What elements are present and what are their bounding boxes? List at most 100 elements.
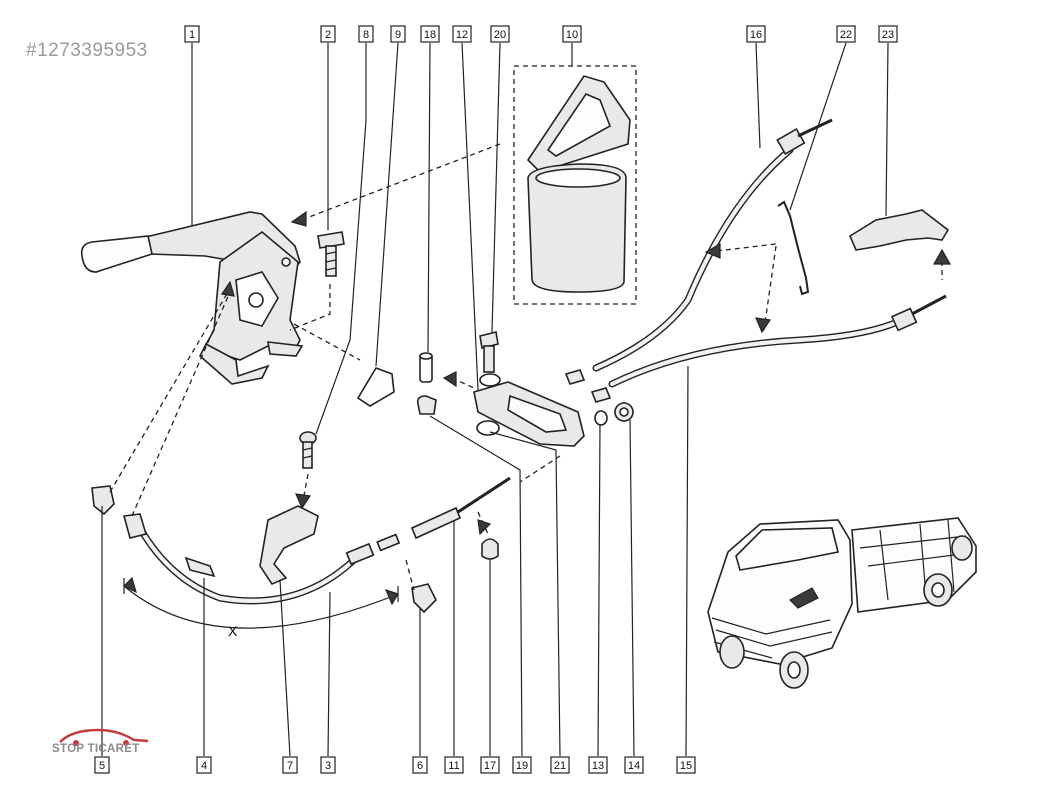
- callout-18: 18: [420, 25, 440, 43]
- callout-number: 19: [516, 760, 528, 772]
- callout-box: [390, 25, 406, 43]
- callout-16: 16: [746, 25, 766, 43]
- stop-ticaret-logo: STOP TICARET: [52, 726, 162, 770]
- callout-number: 21: [554, 760, 566, 772]
- callout-2: 2: [320, 25, 336, 43]
- callout-number: 23: [882, 29, 894, 41]
- callout-11: 11: [444, 756, 464, 774]
- pad-part-9: [356, 367, 395, 407]
- bolt-part-2: [317, 231, 345, 277]
- pin-part-4: [184, 556, 216, 578]
- callout-box: [480, 756, 500, 774]
- callout-number: 10: [566, 29, 578, 41]
- callout-box: [550, 756, 570, 774]
- clip-part-6: [411, 583, 437, 614]
- grommet-part-17: [481, 538, 499, 560]
- callout-box: [490, 25, 510, 43]
- callout-number: 20: [494, 29, 506, 41]
- callout-15: 15: [676, 756, 696, 774]
- dimension-x-label: X: [228, 623, 238, 639]
- callout-number: 15: [680, 760, 692, 772]
- callout-box: [676, 756, 696, 774]
- rear-cable-part-16: [564, 118, 833, 385]
- callout-number: 8: [363, 29, 369, 41]
- callout-box: [94, 756, 110, 774]
- callout-number: 13: [592, 760, 604, 772]
- callout-number: 7: [287, 760, 293, 772]
- rear-cable-part-15: [590, 294, 947, 403]
- sleeve-part-18: [419, 352, 433, 383]
- callout-number: 2: [325, 29, 331, 41]
- callout-box: [320, 756, 336, 774]
- callout-box: [878, 25, 898, 43]
- callout-number: 5: [99, 760, 105, 772]
- callout-number: 17: [484, 760, 496, 772]
- hand-brake-lever: [80, 211, 304, 385]
- callout-number: 14: [628, 760, 640, 772]
- callout-box: [196, 756, 212, 774]
- dimension-x: X: [122, 576, 399, 639]
- callout-8: 8: [358, 25, 374, 43]
- callout-box: [412, 756, 428, 774]
- callout-number: 4: [201, 760, 207, 772]
- callout-leaders: [101, 42, 889, 757]
- callout-number: 11: [448, 760, 459, 772]
- callout-14: 14: [624, 756, 644, 774]
- callout-number: 3: [325, 760, 331, 772]
- screw-part-8: [299, 431, 317, 469]
- callout-5: 5: [94, 756, 110, 774]
- image-id-watermark: #1273395953: [26, 40, 148, 61]
- callout-4: 4: [196, 756, 212, 774]
- callout-box: [588, 756, 608, 774]
- bolt-part-20: [479, 331, 501, 387]
- callout-12: 12: [452, 25, 472, 43]
- vehicle-thumbnail: [707, 517, 977, 689]
- rod-part-11: [410, 476, 511, 540]
- callout-22: 22: [836, 25, 856, 43]
- callout-box: [746, 25, 766, 43]
- primary-cable-part-3: [122, 513, 401, 605]
- callout-3: 3: [320, 756, 336, 774]
- callout-13: 13: [588, 756, 608, 774]
- callout-box: [184, 25, 200, 43]
- callout-box: [562, 25, 582, 43]
- spring-part-22: [777, 200, 810, 296]
- equaliser-part-12: [473, 381, 585, 447]
- callout-1: 1: [184, 25, 200, 43]
- callout-box: [282, 756, 298, 774]
- callout-box: [358, 25, 374, 43]
- callout-number: 16: [750, 29, 762, 41]
- callout-box: [624, 756, 644, 774]
- bracket-part-7: [259, 505, 319, 585]
- clip-part-5: [91, 485, 115, 516]
- callout-number: 9: [395, 29, 401, 41]
- callout-17: 17: [480, 756, 500, 774]
- callout-number: 22: [840, 29, 852, 41]
- callout-number: 12: [456, 29, 468, 41]
- washer-part-13: [594, 410, 608, 426]
- callout-number: 1: [189, 29, 195, 41]
- callout-number: 6: [417, 760, 423, 772]
- callout-6: 6: [412, 756, 428, 774]
- callout-10: 10: [562, 25, 582, 43]
- logo-text: STOP TICARET: [52, 743, 140, 755]
- rear-lever-part-23: [848, 209, 950, 251]
- callout-20: 20: [490, 25, 510, 43]
- boot-kit-part-10: [513, 65, 637, 305]
- clip-part-19: [416, 395, 437, 415]
- assembly-arrows: [220, 210, 952, 536]
- nut-part-14: [614, 402, 634, 422]
- callout-21: 21: [550, 756, 570, 774]
- callout-box: [444, 756, 464, 774]
- callout-23: 23: [878, 25, 898, 43]
- callout-box: [420, 25, 440, 43]
- callout-19: 19: [512, 756, 532, 774]
- callout-9: 9: [390, 25, 406, 43]
- callout-box: [512, 756, 532, 774]
- callout-7: 7: [282, 756, 298, 774]
- callout-box: [320, 25, 336, 43]
- callout-box: [836, 25, 856, 43]
- callout-box: [452, 25, 472, 43]
